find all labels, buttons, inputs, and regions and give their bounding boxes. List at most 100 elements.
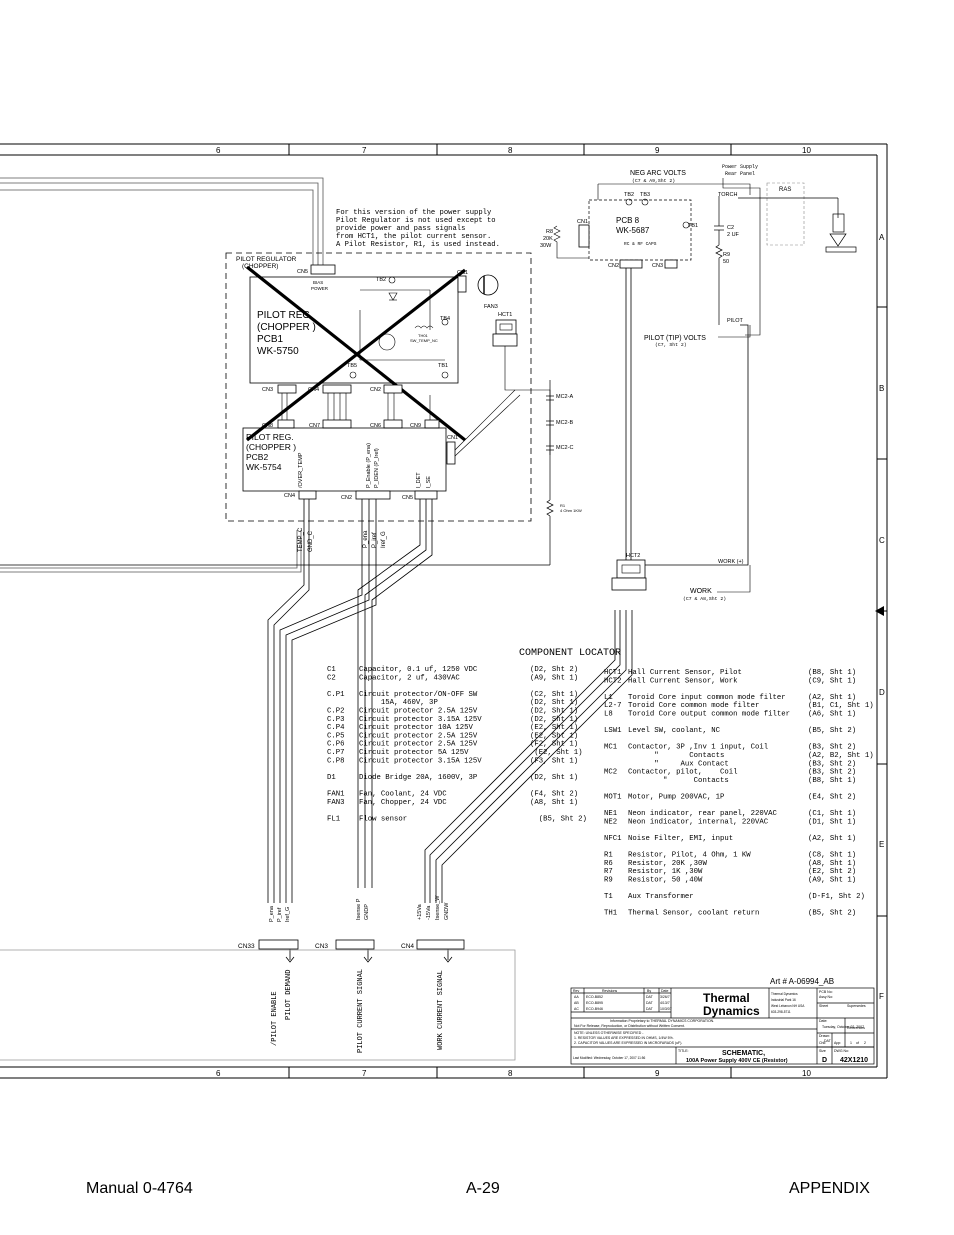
row-label-F: F bbox=[879, 992, 884, 1001]
hct1-core bbox=[499, 323, 513, 331]
hct1-connector bbox=[492, 333, 518, 347]
sw-temp-label: SW_TEMP_NC bbox=[410, 338, 438, 343]
locator-right-desc: Motor, Pump 200VAC, 1P bbox=[628, 794, 724, 802]
locator-left-ref: C.P4 bbox=[327, 724, 345, 732]
unused-chopper-x bbox=[246, 265, 466, 442]
cn1-pcb8-label: CN1 bbox=[577, 219, 588, 225]
supersedes-label: Supersedes bbox=[847, 1004, 866, 1008]
note-1: 1. RESISTOR VALUES ARE EXPRESSED IN OHMS… bbox=[574, 1036, 674, 1040]
footer-section: APPENDIX bbox=[789, 1180, 870, 1197]
locator-left-loc: (A8, Sht 1) bbox=[530, 799, 578, 807]
assy-no-label: Assy No: bbox=[819, 995, 833, 999]
tb2-terminal bbox=[625, 198, 633, 206]
ground-arrows bbox=[285, 949, 453, 963]
app-label: App: bbox=[834, 1041, 841, 1045]
cn33-label: CN33 bbox=[238, 943, 255, 950]
work-wire bbox=[717, 565, 751, 593]
tb1-pcb1-label: TB1 bbox=[438, 363, 448, 369]
locator-right-ref: LSW1 bbox=[604, 727, 622, 735]
col-label-6: 6 bbox=[216, 146, 221, 155]
locator-left-desc: Flow sensor bbox=[359, 815, 407, 823]
tb3-terminal bbox=[641, 198, 649, 206]
col-label-8-bottom: 8 bbox=[508, 1069, 513, 1078]
cn1-pcb8-connector bbox=[578, 224, 590, 248]
cn8 bbox=[277, 419, 295, 429]
plus15-label: +15Va bbox=[417, 903, 423, 920]
cn4-pcb1 bbox=[322, 384, 352, 394]
over-temp-label: /OVER_TEMP bbox=[298, 452, 304, 488]
locator-left-ref: C.P2 bbox=[327, 708, 345, 716]
minus15-label: -15Va bbox=[426, 905, 432, 920]
power-supply-label: Power Supply bbox=[722, 164, 758, 170]
cn1-fan-connector bbox=[457, 275, 467, 293]
title-block bbox=[570, 987, 875, 1065]
rev-row-3-eco: ECO-B946 bbox=[586, 1007, 603, 1011]
locator-right-desc: Resistor, 20K ,30W bbox=[628, 860, 707, 868]
dwg-value: 42X1210 bbox=[840, 1057, 868, 1064]
rev-row-1-by: DAT bbox=[646, 995, 654, 999]
neg-arc-volts-label: NEG ARC VOLTS bbox=[630, 170, 686, 177]
sheet-center-marker bbox=[875, 606, 884, 616]
i-se-label: I_SE bbox=[426, 476, 432, 488]
locator-right-ref: NFC1 bbox=[604, 835, 622, 843]
bias-label: BIAS bbox=[313, 280, 323, 285]
locator-left-loc: (D2, Sht 2) bbox=[530, 666, 578, 674]
title-line-2: 100A Power Supply 400V CE (Resistor) bbox=[686, 1058, 788, 1064]
pcb1-pcb2-jumpers bbox=[281, 393, 431, 420]
pcb-no-label: PCB No: bbox=[819, 990, 833, 994]
rev-row-2-date: 4/13/7 bbox=[660, 1001, 670, 1005]
locator-left-ref: C.P6 bbox=[327, 741, 345, 749]
locator-left-desc: Capacitor, 0.1 uf, 1250 VDC bbox=[359, 666, 478, 674]
locator-right-loc: (A2, Sht 1) bbox=[808, 694, 856, 702]
cn8-label: CN8 bbox=[262, 423, 273, 429]
locator-left-loc: (D2, Sht 1) bbox=[530, 774, 578, 782]
note-line-2: Pilot Regulator is not used except to bbox=[336, 217, 496, 225]
locator-left-ref: D1 bbox=[327, 774, 336, 782]
p-iden-label: P_IDEN (P_Iref) bbox=[374, 448, 380, 488]
size-value: D bbox=[822, 1057, 827, 1064]
locator-right-desc: Hall Current Sensor, Work bbox=[628, 677, 738, 685]
col-label-6-bottom: 6 bbox=[216, 1069, 221, 1078]
gndp-label: GNDP bbox=[364, 904, 370, 920]
pcb8-label: PCB 8 bbox=[616, 216, 640, 225]
locator-right-desc: Resistor, Pilot, 4 Ohm, 1 KW bbox=[628, 852, 751, 860]
r1-label: R1 bbox=[560, 503, 566, 508]
title-label: TITLE: bbox=[678, 1049, 689, 1053]
pilot-current-signal-label: PILOT CURRENT SIGNAL bbox=[357, 969, 365, 1053]
work-current-signal-label: WORK CURRENT SIGNAL bbox=[437, 970, 445, 1050]
hct2-sensor bbox=[616, 559, 646, 579]
pcb1-connector-row bbox=[277, 384, 403, 394]
pilot-label: PILOT bbox=[727, 318, 744, 324]
locator-right-loc: (E4, Sht 2) bbox=[808, 794, 856, 802]
col-label-9-bottom: 9 bbox=[655, 1069, 660, 1078]
p-iref-bottom-label: P_iref bbox=[277, 907, 283, 922]
power-label: POWER bbox=[311, 286, 329, 291]
locator-left-loc: (F2, Sht 1) bbox=[530, 741, 578, 749]
by-header: By bbox=[647, 989, 651, 993]
cn5-pcb2 bbox=[414, 490, 438, 500]
cn5-top-label: CN5 bbox=[297, 269, 308, 275]
company-address-2: Industrial Park 16 bbox=[771, 998, 796, 1002]
locator-left-loc: (B5, Sht 2) bbox=[530, 815, 587, 823]
cn5-pcb2-label: CN5 bbox=[402, 495, 413, 501]
r9-label: R9 bbox=[723, 252, 730, 258]
cn2-pcb1 bbox=[383, 384, 403, 394]
p-ena-label: P_ena bbox=[363, 530, 369, 548]
torch-symbol bbox=[738, 197, 857, 253]
pilot-tip-volts-label: PILOT (TIP) VOLTS bbox=[644, 335, 706, 342]
hct1-lead bbox=[504, 346, 551, 455]
rc-caps-label: RC & RF CAPS bbox=[624, 241, 657, 247]
mc2b-label: MC2-B bbox=[556, 420, 573, 426]
locator-right-loc: (B3, Sht 2) bbox=[808, 769, 856, 777]
locator-left-desc: Circuit protector 10A 125V bbox=[359, 724, 473, 732]
company-logo-line-1: Thermal bbox=[703, 991, 750, 1005]
locator-right-ref: MOT1 bbox=[604, 794, 622, 802]
locator-right-ref: HCT2 bbox=[604, 677, 622, 685]
size-label: Size bbox=[819, 1049, 826, 1053]
isense-p-label: Isense P bbox=[356, 898, 362, 920]
pcb2-board bbox=[242, 427, 447, 492]
locator-left-desc: Circuit protector 5A 125V bbox=[359, 749, 469, 757]
cn3-bottom-connector bbox=[335, 939, 375, 950]
locator-right-loc: (A6, Sht 1) bbox=[808, 711, 856, 719]
